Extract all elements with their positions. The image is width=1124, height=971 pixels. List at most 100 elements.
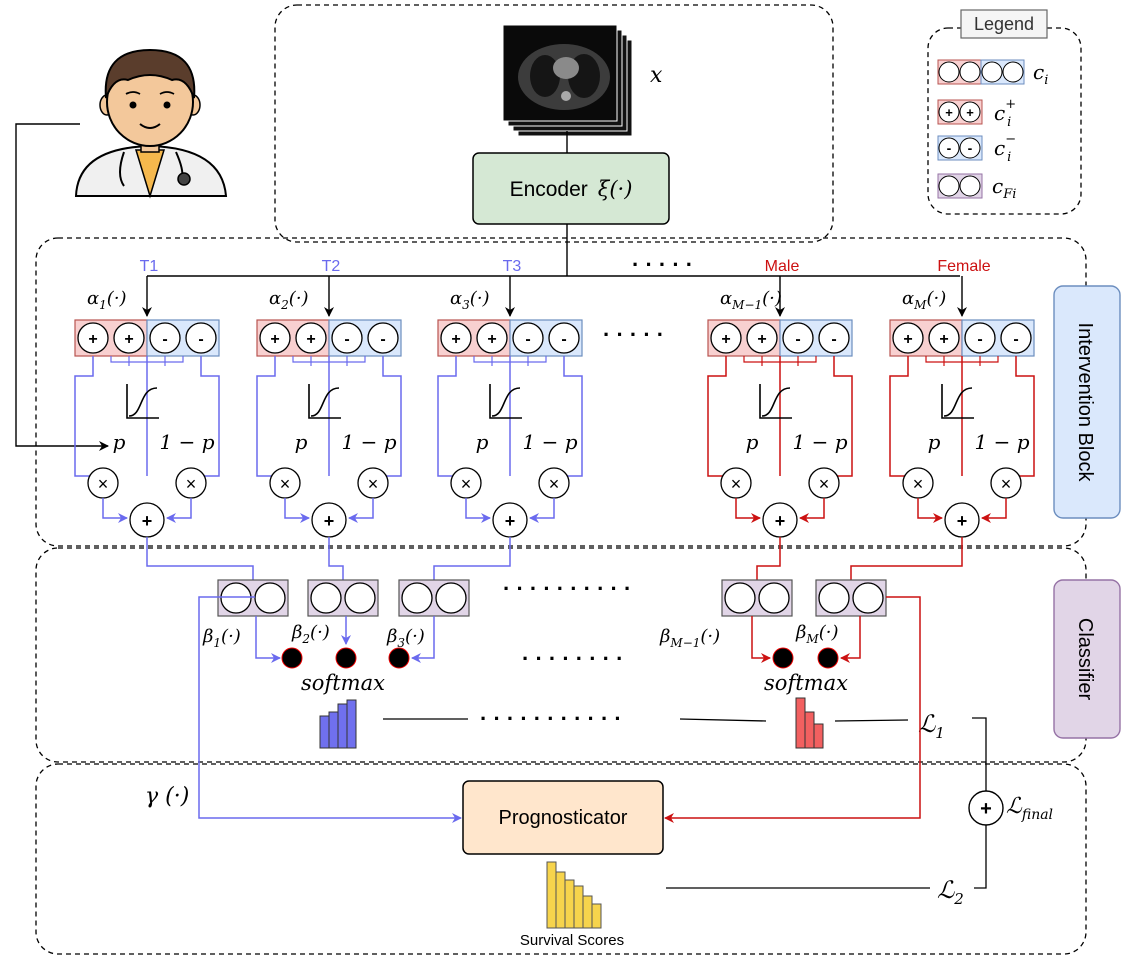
alpha-label: α3(·) [450,288,490,312]
softmax-left: softmax [301,671,385,695]
beta-label: β3(·) [386,626,425,650]
svg-text:-: - [831,331,836,348]
concept-name: T1 [140,258,159,275]
softmax-node [281,647,303,669]
gamma-label: γ (·) [145,784,189,809]
loss-l1: ℒ1 [918,710,945,742]
svg-text:-: - [380,331,385,348]
alpha-label: αM(·) [902,288,946,312]
svg-text:+: + [505,511,516,531]
doctor-icon [74,48,228,199]
legend-title: Legend [974,14,1034,34]
svg-text:×: × [913,474,924,494]
beta-label: βM(·) [795,622,838,646]
svg-text:1 − p: 1 − p [523,430,578,454]
svg-text:-: - [795,331,800,348]
svg-text:-: - [968,140,973,156]
beta-label: β2(·) [291,622,330,646]
svg-text:×: × [731,474,742,494]
svg-text:+: + [721,331,730,348]
sigmoid-icon [126,384,159,419]
svg-text:1 − p: 1 − p [160,430,215,454]
encoder-box [472,152,670,225]
svg-text:Classifier: Classifier [1074,618,1096,701]
svg-text:-: - [525,331,530,348]
svg-text:+: + [306,331,315,348]
svg-text:+: + [142,511,153,531]
prognosticator-label: Prognosticator [499,807,628,829]
svg-text:-: - [947,140,952,156]
svg-text:×: × [98,474,109,494]
svg-text:-: - [561,331,566,348]
sigmoid-icon [489,384,522,419]
ct-scan-image [502,24,633,137]
svg-text:×: × [461,474,472,494]
legend-label-4: cFi [992,174,1016,202]
softmax-node [388,647,410,669]
svg-text:p: p [476,430,489,454]
svg-text:+: + [757,331,766,348]
svg-text:p: p [746,430,759,454]
concept-unit-5: Female αM(·) + + - - p 1 − p × × + βM(·) [795,258,1035,669]
svg-text:-: - [162,331,167,348]
ellipsis-bars: · · · · · · · · · · · [480,706,622,731]
svg-text:+: + [903,331,912,348]
svg-text:+: + [980,798,992,820]
concept-name: Female [937,258,990,275]
ellipsis-concepts: · · · · · · · · · · [503,576,631,601]
concept-name: T2 [322,258,341,275]
sigmoid-icon [308,384,341,419]
svg-text:+: + [775,511,786,531]
svg-text:-: - [198,331,203,348]
svg-text:+: + [939,331,948,348]
svg-text:-: - [977,331,982,348]
svg-text:p: p [113,430,126,454]
svg-text:p: p [295,430,308,454]
alpha-label: α2(·) [269,288,309,312]
loss-sum-node [968,790,1004,826]
encoder-region [274,4,834,243]
input-label: x [650,63,663,88]
svg-text:Intervention Block: Intervention Block [1074,323,1096,483]
prognosticator-region [35,763,1087,955]
ellipsis-top: · · · · · [632,252,693,277]
svg-text:p: p [928,430,941,454]
svg-text:+: + [451,331,460,348]
prognosticator-box [462,780,664,855]
svg-text:+: + [324,511,335,531]
ellipsis-gates: · · · · · [603,322,664,347]
svg-text:+: + [957,511,968,531]
svg-text:1 − p: 1 − p [975,430,1030,454]
svg-text:+: + [487,331,496,348]
svg-text:-: - [344,331,349,348]
concept-name: Male [765,258,800,275]
classifier-tag: Classifier [1053,579,1121,739]
svg-text:×: × [549,474,560,494]
svg-text:×: × [186,474,197,494]
softmax-node [817,647,839,669]
legend-label-3: c−i [994,132,1016,165]
svg-text:+: + [966,105,974,120]
svg-text:×: × [1001,474,1012,494]
intervention-region [35,237,1087,547]
svg-text:+: + [124,331,133,348]
svg-text:1 − p: 1 − p [793,430,848,454]
svg-text:+: + [270,331,279,348]
ellipsis-softmax: · · · · · · · · [522,646,623,671]
intervention-block-tag: Intervention Block [1053,285,1121,519]
legend-label-2: c+i [994,97,1016,130]
svg-text:1 − p: 1 − p [342,430,397,454]
sigmoid-icon [941,384,974,419]
loss-final: ℒfinal [1006,794,1053,823]
svg-text:×: × [368,474,379,494]
softmax-node [335,647,357,669]
legend: Legend ci + + c+i - - c−i cFi [937,9,1048,202]
loss-l2: ℒ2 [937,876,964,908]
beta-label: βM−1(·) [659,626,720,650]
svg-text:+: + [88,331,97,348]
